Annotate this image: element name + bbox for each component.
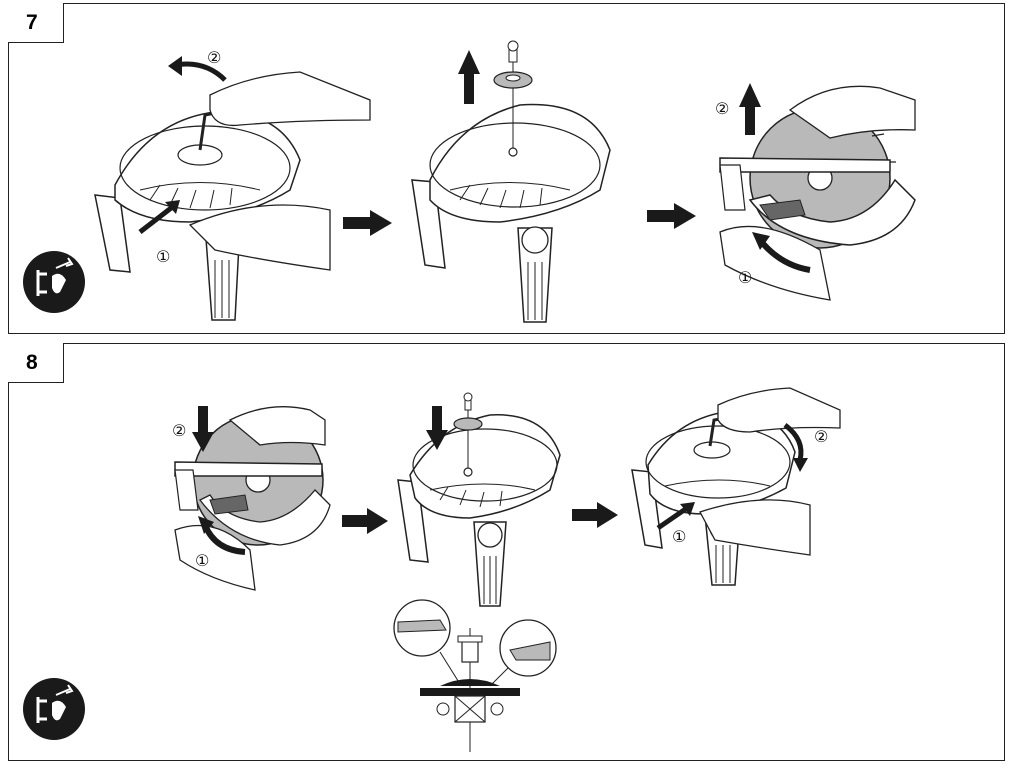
step8-figure2-saw [397,392,561,607]
arrow-up-icon [458,50,480,104]
step7-fig3-callout-2: ② [715,99,729,118]
step8-fig3-callout-2: ② [814,427,828,446]
unplug-power-icon [23,251,85,313]
step7-figure1-rotate-arrow [168,56,227,82]
step7-fig1-callout-1: ① [156,247,170,266]
curved-arrow-icon [198,516,246,555]
arrow-right-icon [647,203,696,229]
arrow-down-icon [426,406,448,450]
step7-figure1-saw [94,71,371,321]
curved-arrow-icon [752,232,811,273]
arrow-down-icon [192,406,214,452]
unplug-power-icon [23,678,85,740]
step8-figure3-saw [631,387,841,586]
step8-fig3-callout-1: ① [672,527,686,546]
arrow-right-icon [343,210,392,236]
step-7-number: 7 [8,3,64,43]
step8-figure3-press-arrow [656,502,695,531]
step7-figure1-press-arrow [138,200,180,234]
flange-detail-diagram [393,599,557,752]
arrow-up-icon [739,83,761,135]
step7-figure2-saw [411,40,611,323]
step7-figure3-saw [719,85,916,301]
arrow-right-icon [342,508,388,534]
step7-fig3-callout-1: ① [738,268,752,287]
curved-arrow-icon [783,423,808,472]
arrow-right-icon [572,502,618,528]
step8-fig1-callout-2: ② [172,421,186,440]
step7-fig1-callout-2: ② [207,48,221,67]
step8-figure1-saw [174,406,331,591]
step8-fig1-callout-1: ① [195,551,209,570]
step-8-number: 8 [8,343,64,383]
